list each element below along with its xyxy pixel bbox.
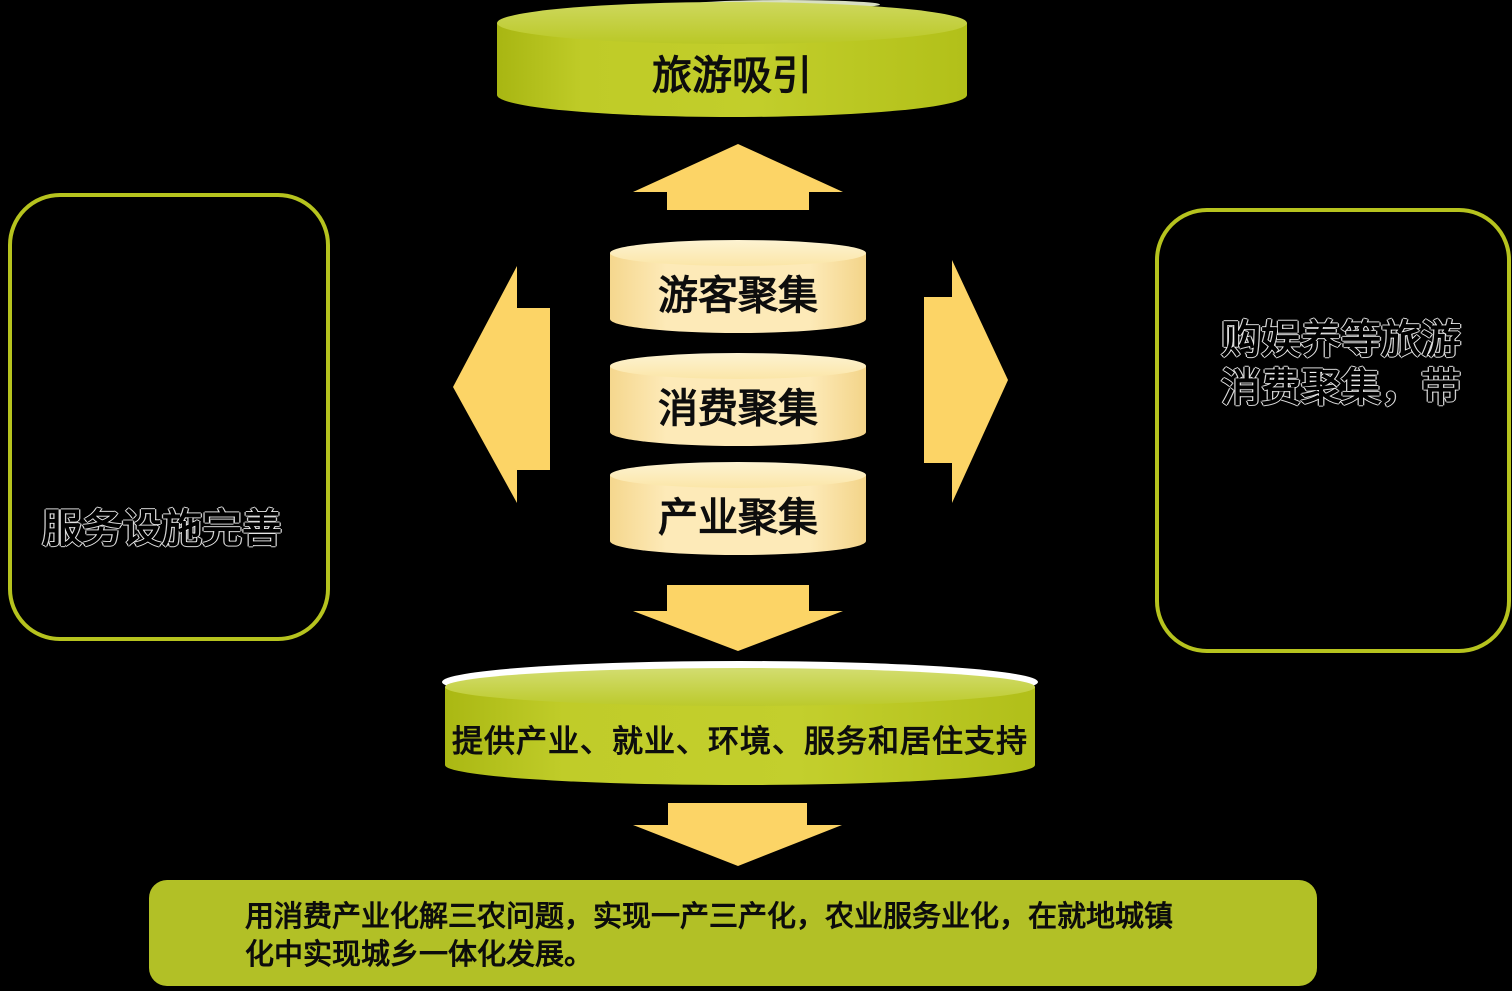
cylinder-top-ellipse	[610, 462, 866, 488]
down-arrow-icon	[633, 803, 843, 867]
consumption-agglomeration-label: 消费聚集	[658, 386, 818, 432]
tourism-attraction-label: 旅游吸引	[652, 53, 812, 99]
tourism-consumption-line2: 消费聚集，带	[1221, 365, 1461, 411]
right-arrow-icon	[924, 260, 1008, 503]
cylinder-top-ellipse	[445, 668, 1035, 706]
cylinder-side	[610, 366, 866, 446]
industry-agglomeration-label: 产业聚集	[658, 495, 818, 541]
up-arrow-icon	[633, 144, 843, 210]
service-facilities-label: 服务设施完善	[42, 506, 282, 552]
cylinder-top-ellipse	[610, 353, 866, 379]
consumption-agglomeration-cylinder: 消费聚集	[610, 353, 866, 446]
tourism-consumption-box: 购娱养等旅游 消费聚集，带	[1155, 208, 1511, 653]
left-arrow-icon	[453, 266, 550, 503]
conclusion-text: 用消费产业化解三农问题，实现一产三产化，农业服务业化，在就地城镇化中实现城乡一体…	[245, 899, 1174, 971]
tourism-consumption-text: 购娱养等旅游 消费聚集，带	[1221, 316, 1461, 412]
cylinder-side	[610, 475, 866, 555]
support-cylinder-label: 提供产业、就业、环境、服务和居住支持	[452, 724, 1028, 760]
visitor-agglomeration-label: 游客聚集	[658, 273, 818, 319]
industry-agglomeration-cylinder: 产业聚集	[610, 462, 866, 555]
support-cylinder: 提供产业、就业、环境、服务和居住支持	[442, 661, 1038, 785]
conclusion-banner: 用消费产业化解三农问题，实现一产三产化，农业服务业化，在就地城镇化中实现城乡一体…	[149, 880, 1317, 986]
down-arrow-icon	[633, 585, 843, 651]
cylinder-side	[610, 253, 866, 333]
cylinder-top-ellipse	[610, 240, 866, 266]
tourism-attraction-cylinder: 旅游吸引	[497, 2, 967, 117]
cylinder-top-ellipse	[497, 2, 967, 44]
visitor-agglomeration-cylinder: 游客聚集	[610, 240, 866, 333]
service-facilities-box: 服务设施完善	[8, 193, 330, 641]
tourism-consumption-line1: 购娱养等旅游	[1221, 317, 1461, 363]
